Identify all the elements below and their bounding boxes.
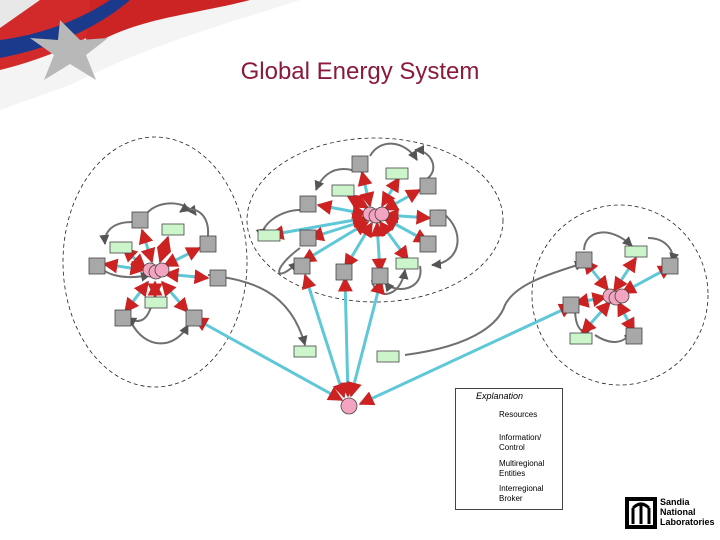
entity-box [144,296,168,309]
entity-box [376,350,400,363]
resource-node [419,177,437,195]
broker-left [142,262,170,280]
entity-box [109,241,133,254]
sandia-logo-text: Sandia National Laboratories [660,497,715,527]
resource-node [131,211,149,229]
entity-box [385,167,409,180]
entity-box [569,332,593,345]
resource-node [114,309,132,327]
resource-node [335,263,353,281]
flag-banner-decoration [0,0,300,110]
resource-node [419,235,437,253]
legend-title: Explanation [476,391,524,401]
multiregional-entities [109,167,648,363]
entity-box [395,257,419,270]
resource-node [199,235,217,253]
region-left-boundary [62,136,248,388]
page-title: Global Energy System [240,58,480,85]
resource-node [209,269,227,287]
resource-node [371,267,389,285]
region-right-boundary [531,204,709,386]
legend-box [455,388,563,510]
region-center-boundary [246,137,504,303]
resource-node [429,209,447,227]
resource-nodes [88,155,679,345]
legend-label-resources: Resources [499,410,538,419]
resource-node [299,229,317,247]
legend-label-broker: Interregional Broker [499,484,544,503]
resource-node [351,155,369,173]
broker-right [602,288,630,306]
resource-node [185,309,203,327]
logo-line-1: Sandia [660,497,690,507]
entity-box [257,229,281,242]
entity-box [331,184,355,197]
region-boundaries [62,136,709,388]
regional-brokers [142,206,630,306]
legend-label-information: Information/ Control [499,433,542,452]
entity-box [293,345,317,358]
sandia-thunderbird-icon [625,497,657,529]
entity-box [161,223,185,236]
interregional-broker [340,397,358,415]
legend-label-multiregional: Multiregional Entities [499,459,545,478]
entity-box [624,245,648,258]
control-connections [96,142,680,356]
resource-node [293,257,311,275]
resource-connections [102,170,674,406]
resource-node [299,195,317,213]
logo-line-2: National [660,507,696,517]
broker-center [362,206,390,224]
resource-node [575,251,593,269]
resource-node [88,257,106,275]
logo-line-3: Laboratories [660,517,715,527]
resource-node [661,257,679,275]
resource-node [625,327,643,345]
resource-node [562,296,580,314]
